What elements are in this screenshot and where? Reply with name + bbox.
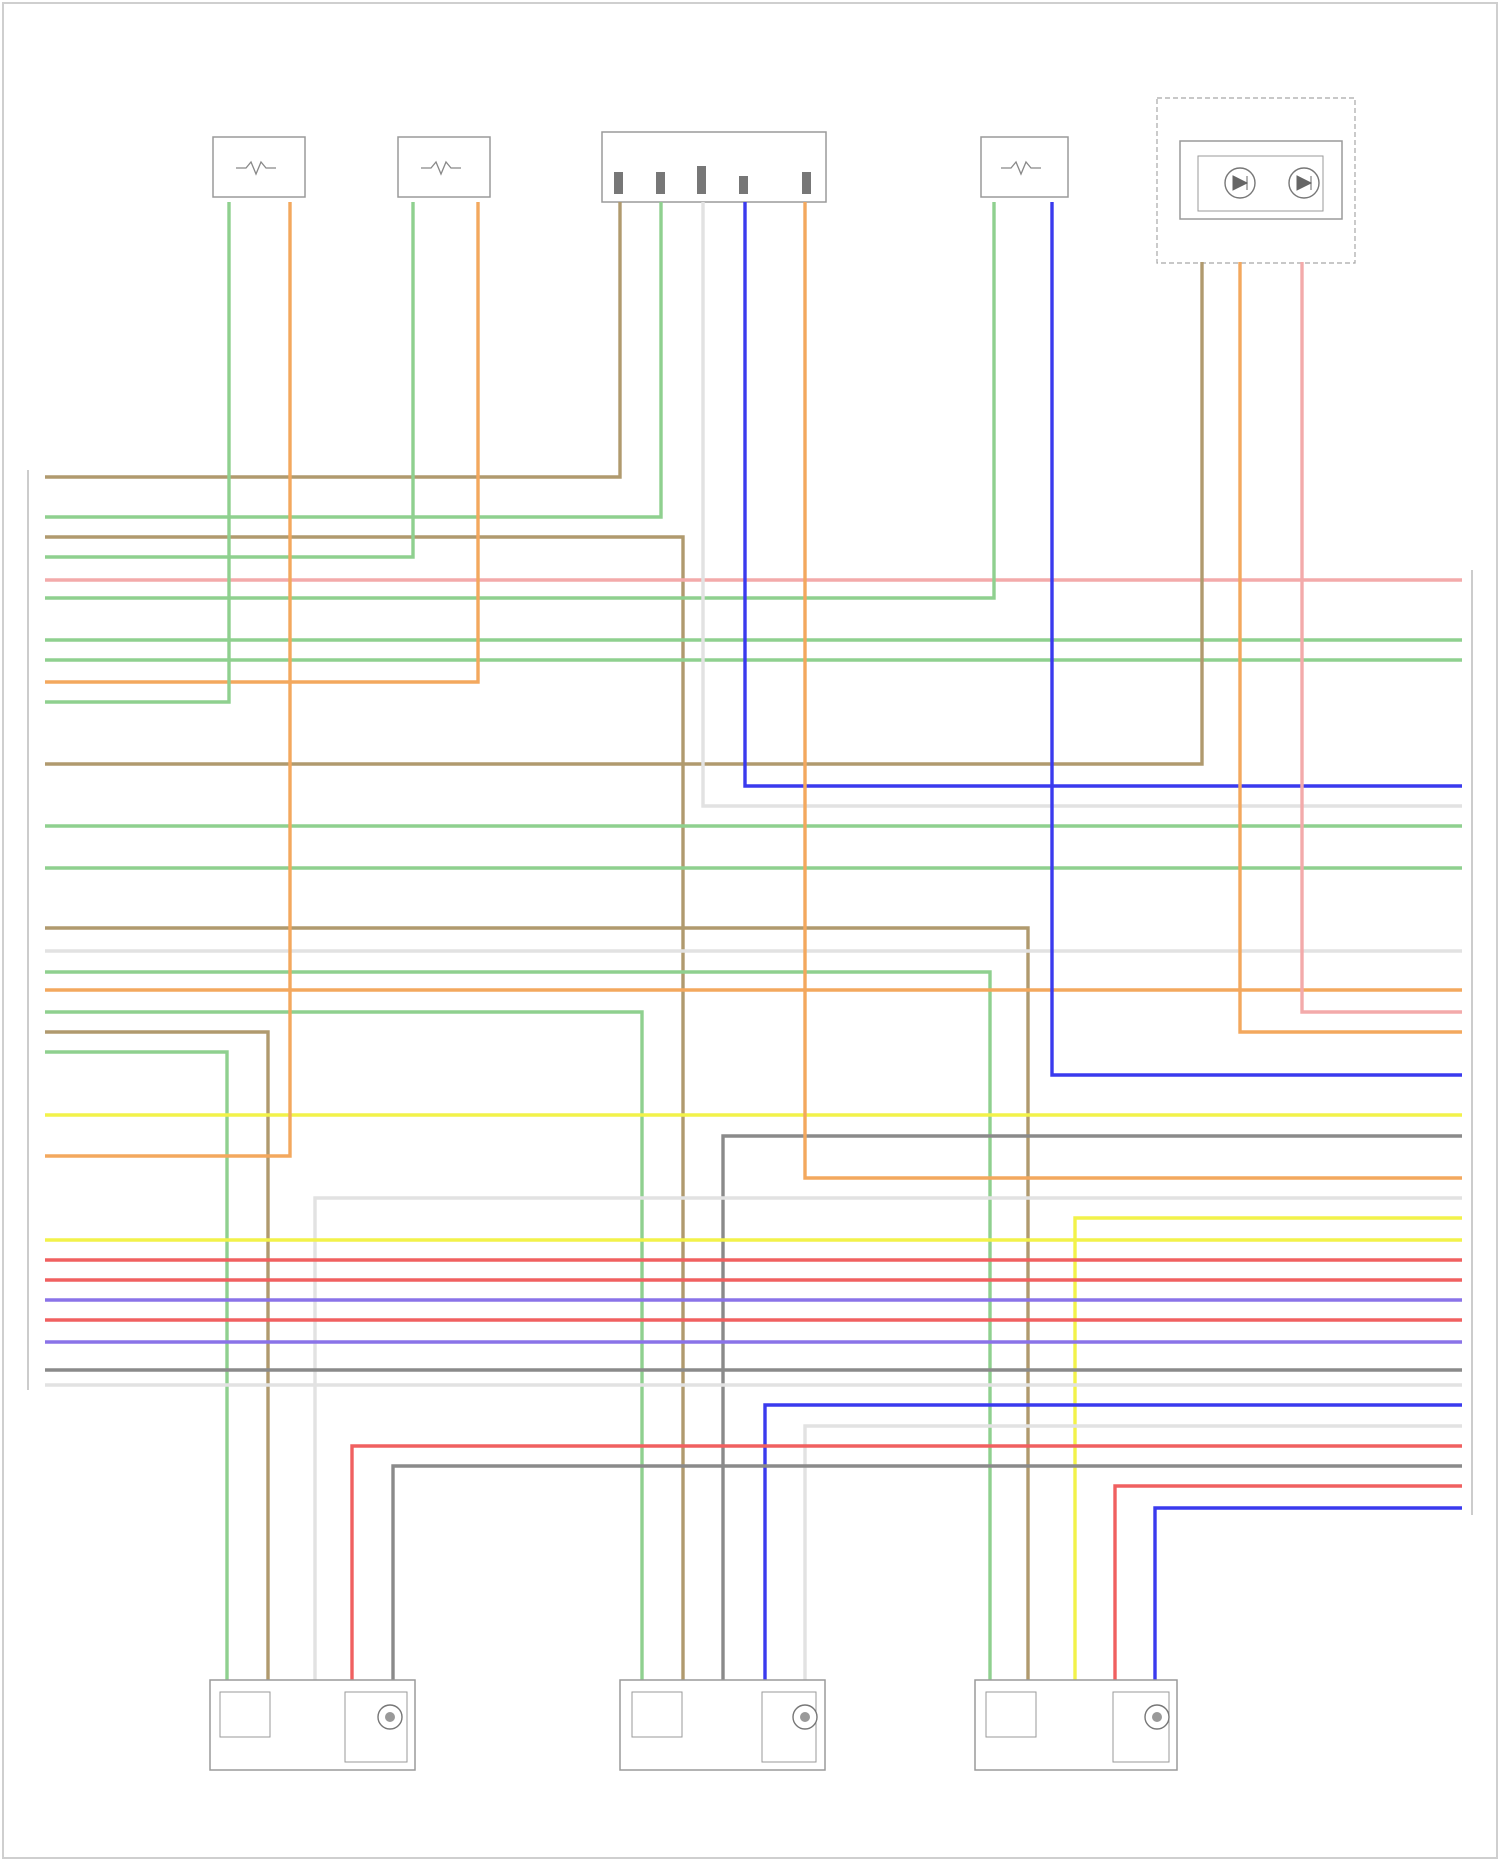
actuator-middle-motor-icon <box>793 1705 817 1729</box>
module-center-pin-3 <box>697 166 706 194</box>
module-center-body <box>602 132 826 202</box>
actuator-left-module-box <box>220 1692 270 1737</box>
horizontal-wires <box>45 202 1462 1710</box>
top-component-photo-sensor <box>1157 98 1355 263</box>
bottom-component-actuator-right <box>975 1680 1177 1770</box>
wire-row-22-green <box>45 1052 227 1710</box>
actuator-left-motor-icon <box>378 1705 402 1729</box>
wire-row-44-red <box>1115 1486 1462 1710</box>
wire-row-11-tan <box>45 262 1202 764</box>
wire-row-2-green <box>45 202 661 517</box>
wire-row-27-gray <box>723 1136 1462 1710</box>
top-component-sensor-2 <box>398 137 490 197</box>
wire-row-12-blue <box>745 202 1462 786</box>
photo-diode-left-icon <box>1225 168 1255 198</box>
top-component-module-center <box>602 132 826 202</box>
bottom-component-actuator-middle <box>620 1680 825 1770</box>
module-center-pin-1 <box>614 172 623 194</box>
top-component-sensor-1 <box>213 137 305 197</box>
wire-row-24-pink <box>1302 262 1462 1012</box>
module-center-pin-2 <box>656 172 665 194</box>
wire-row-43-gray <box>393 1466 1462 1710</box>
wire-row-3-tan <box>45 537 683 1710</box>
wire-row-30-white <box>315 1198 1462 1710</box>
module-center-pin-4 <box>739 176 748 194</box>
actuator-middle-module-box <box>632 1692 682 1737</box>
wire-row-10-green <box>45 202 229 702</box>
top-component-sensor-3 <box>981 137 1068 197</box>
wire-row-23-orange <box>1240 262 1462 1032</box>
wire-row-1-tan <box>45 202 620 477</box>
module-center-pin-5 <box>802 172 811 194</box>
photo-diode-right-icon <box>1289 168 1319 198</box>
wire-row-41-white <box>805 1426 1462 1710</box>
connector-stubs <box>28 470 1472 1515</box>
wire-row-31-yellow <box>1075 1218 1462 1710</box>
wire-row-13-white <box>703 202 1462 806</box>
wire-row-45-blue <box>1155 1508 1462 1710</box>
bottom-component-actuator-left <box>210 1680 415 1770</box>
actuator-right-module-box <box>986 1692 1036 1737</box>
actuator-right-motor-icon <box>1145 1705 1169 1729</box>
